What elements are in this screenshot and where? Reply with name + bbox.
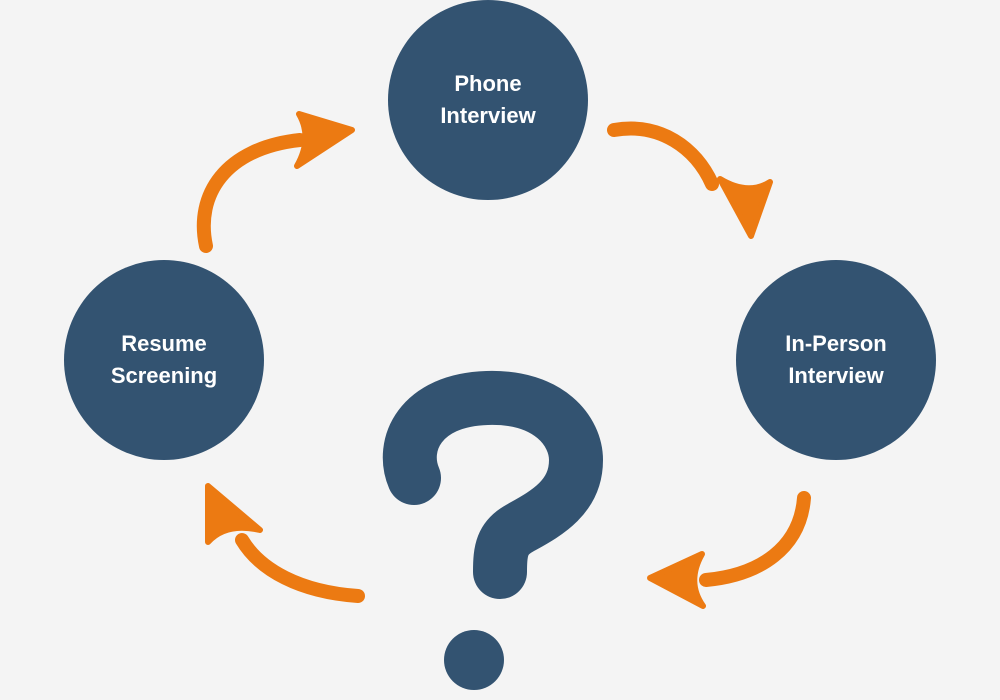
arrow-resume-to-phone bbox=[196, 111, 355, 253]
node-in-person-interview: In-Person Interview bbox=[736, 260, 936, 460]
arrow-question-to-resume bbox=[205, 483, 365, 603]
node-phone-label-line1: Phone bbox=[454, 71, 522, 96]
arrow-inperson-to-question bbox=[647, 491, 811, 609]
question-mark-icon bbox=[382, 370, 603, 690]
node-inperson-label-line2: Interview bbox=[788, 363, 884, 388]
arrow-phone-to-inperson bbox=[607, 121, 773, 239]
node-phone-interview: Phone Interview bbox=[388, 0, 588, 200]
node-inperson-label-line1: In-Person bbox=[785, 331, 887, 356]
node-resume-screening: Resume Screening bbox=[64, 260, 264, 460]
node-resume-label-line1: Resume bbox=[121, 331, 207, 356]
node-resume-label-line2: Screening bbox=[110, 363, 218, 388]
node-phone-label-line2: Interview bbox=[440, 103, 536, 128]
